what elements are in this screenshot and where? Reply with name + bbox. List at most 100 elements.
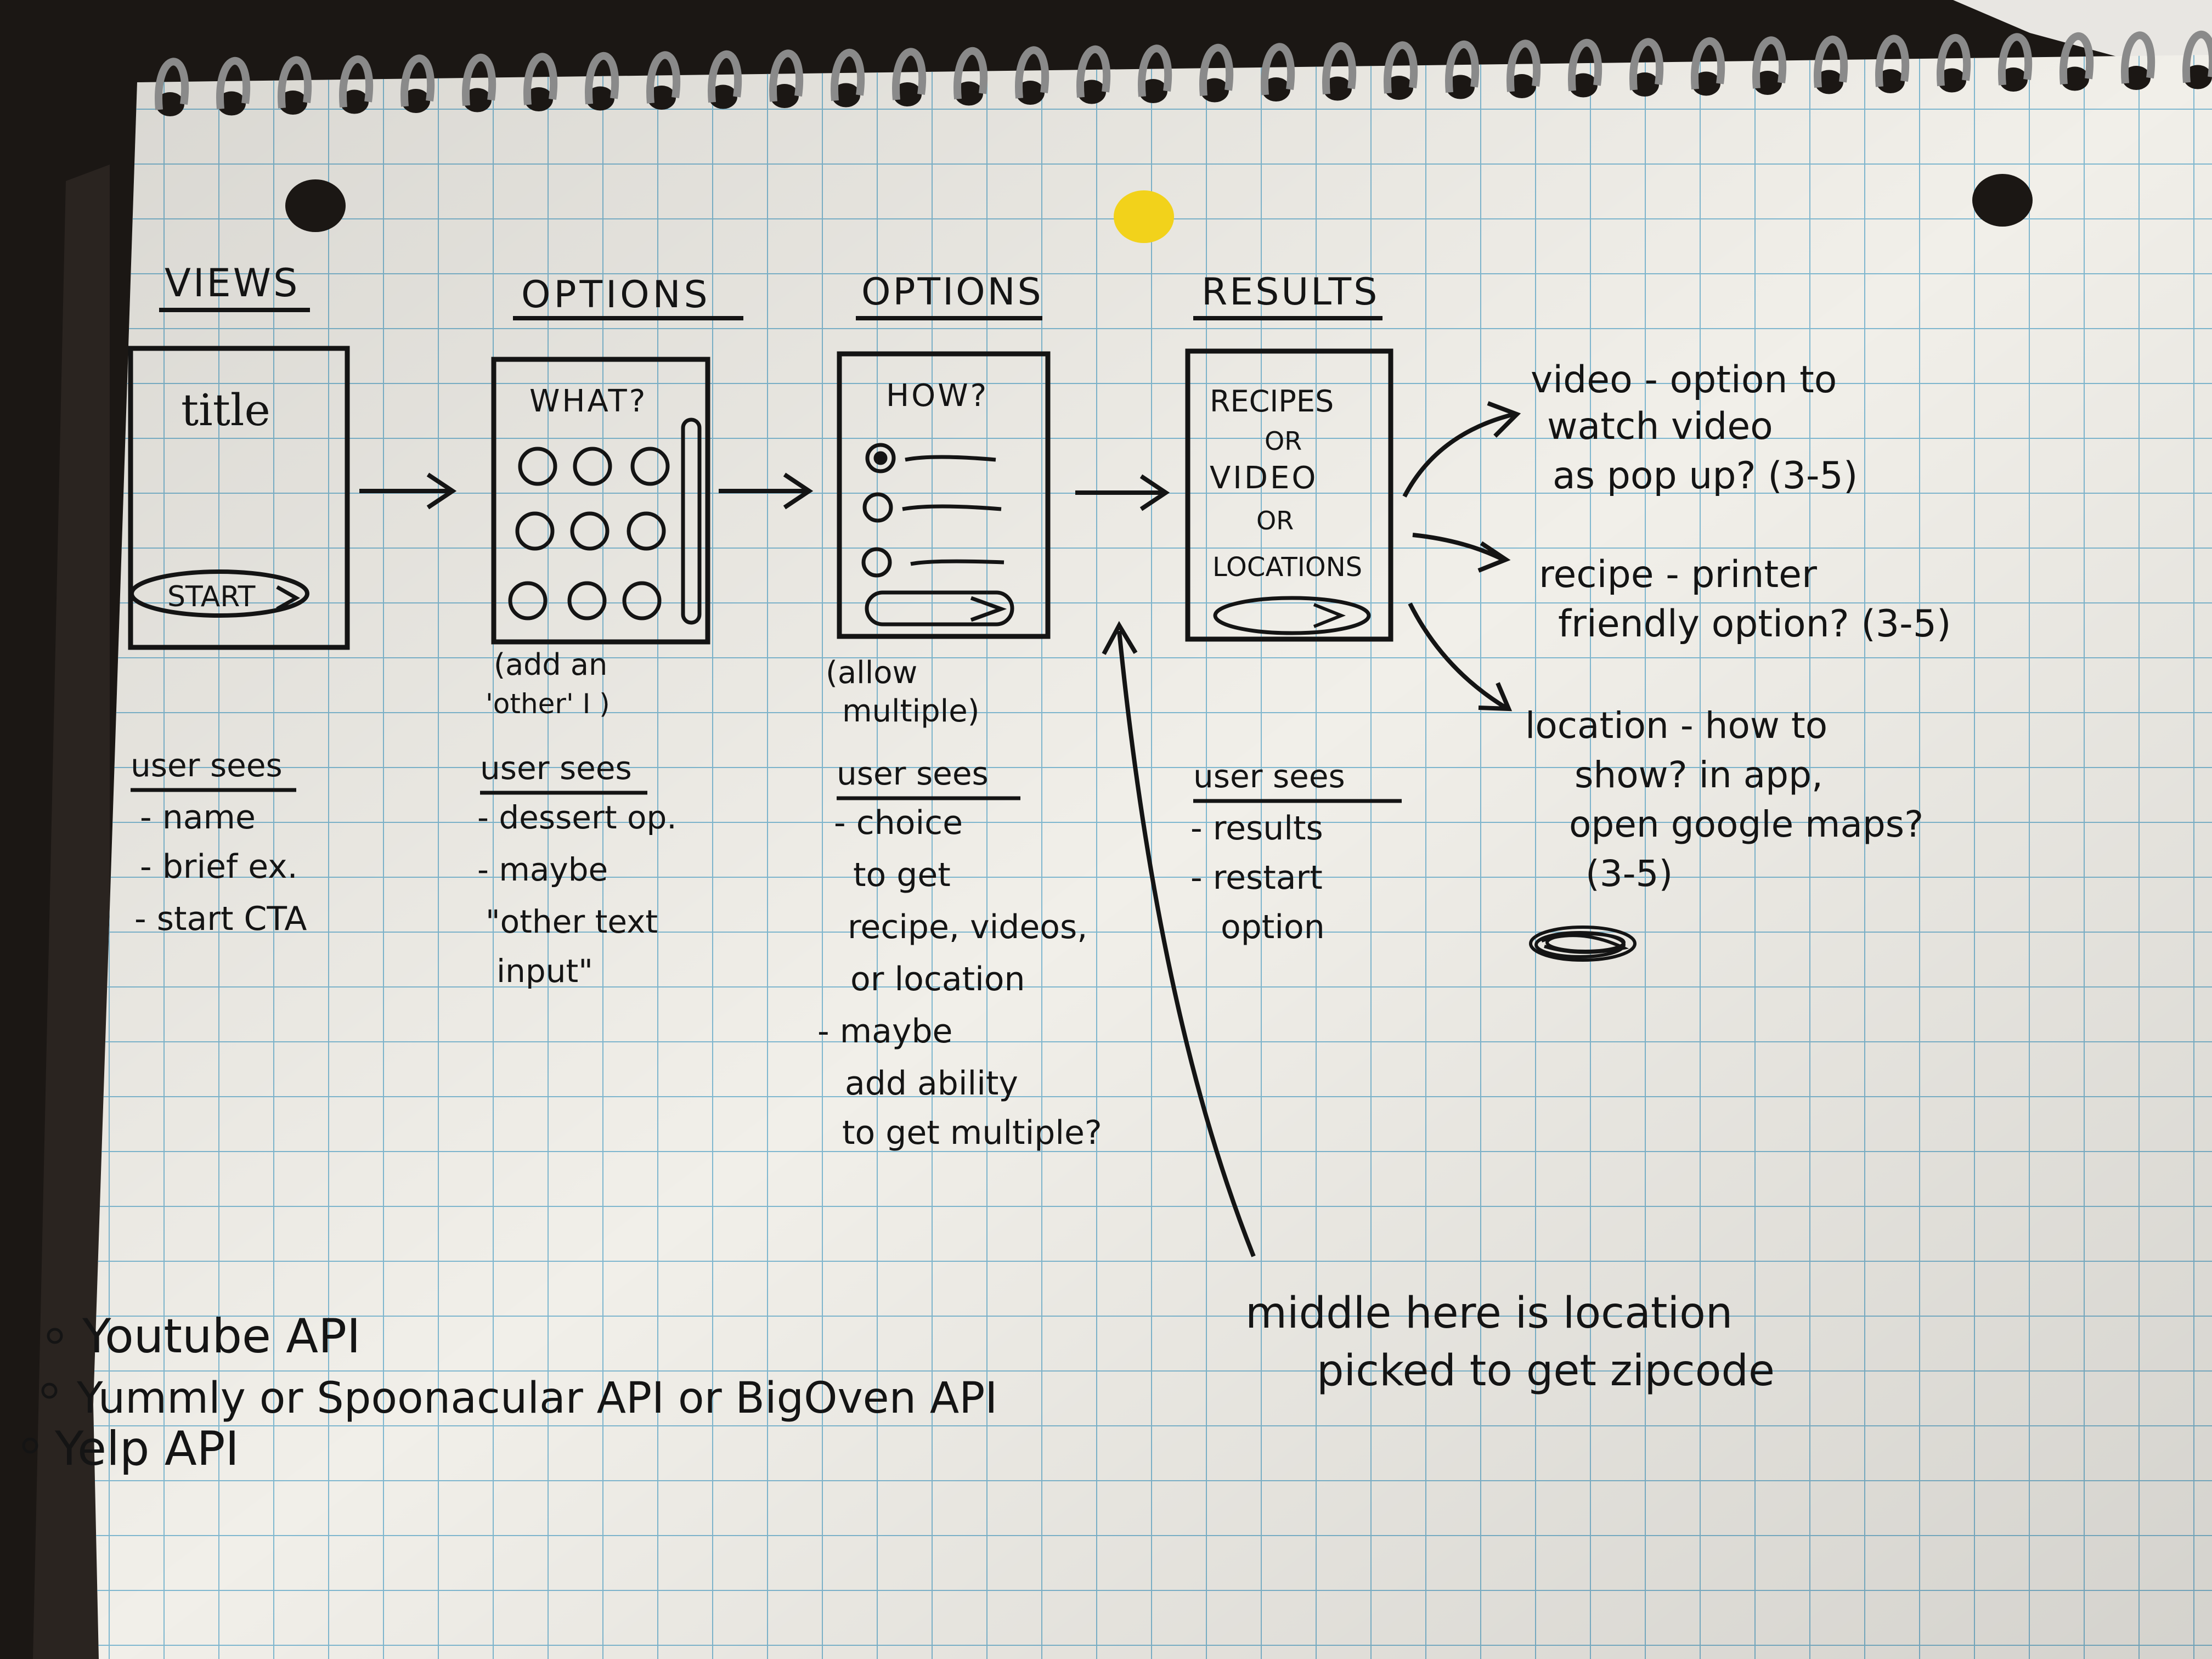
header-results: RESULTS <box>1201 270 1379 314</box>
results-line-5: LOCATIONS <box>1212 552 1362 583</box>
binding-punch-hole <box>156 92 184 116</box>
how-note-line-2: multiple) <box>842 693 980 729</box>
spiral-coil <box>2121 31 2155 84</box>
user-sees-3-item-3: recipe, videos, <box>848 908 1087 946</box>
location-note-line-3: open google maps? <box>1569 803 1923 845</box>
spiral-coil <box>953 47 988 100</box>
pointer-arrow-to-middle-screen <box>1102 620 1256 1257</box>
user-sees-3-item-7: to get multiple? <box>842 1114 1102 1152</box>
binding-punch-hole <box>1692 71 1720 96</box>
spiral-coil <box>1568 39 1602 92</box>
user-sees-column-3: user sees - choice to get recipe, videos… <box>817 755 1102 1152</box>
binding-punch-hole <box>402 89 430 113</box>
spiral-coil <box>1752 36 1787 89</box>
what-note-line-1: (add an <box>494 647 607 682</box>
middle-note-line-1: middle here is location <box>1245 1289 1733 1338</box>
binding-punch-hole <box>217 91 246 116</box>
binding-punch-hole <box>1385 76 1413 100</box>
binding-punch-hole <box>1139 79 1167 103</box>
spiral-coil <box>400 54 435 107</box>
binding-punch-hole <box>586 86 614 111</box>
radio-option-3 <box>861 547 892 578</box>
spiral-coil <box>1629 38 1664 91</box>
user-sees-2-item-2: - maybe <box>477 851 608 888</box>
arrow-what-to-how <box>719 472 814 510</box>
spiral-coil <box>1322 42 1357 95</box>
radio-option-2 <box>862 492 893 523</box>
wireframe-how-screen: HOW? <box>837 351 1051 639</box>
spiral-coil <box>2182 31 2212 83</box>
binding-punch-hole <box>1630 72 1659 97</box>
video-note-line-3: as pop up? (3-5) <box>1553 454 1858 498</box>
binding-punch-hole <box>2122 66 2151 90</box>
spiral-coil <box>708 50 742 103</box>
spiral-coil <box>646 51 681 104</box>
spiral-coil <box>1015 46 1049 99</box>
option-circles-grid <box>508 447 670 620</box>
binding-punch-hole <box>1938 68 1966 93</box>
user-sees-3-item-5: - maybe <box>817 1012 952 1051</box>
spiral-binding <box>155 31 2212 116</box>
user-sees-4-item-2: - restart <box>1190 859 1323 897</box>
spiral-coil <box>1998 33 2033 86</box>
what-note-line-2: 'other' I ) <box>486 688 610 720</box>
spiral-coil <box>278 56 312 109</box>
user-sees-column-1: user sees - name - brief ex. - start CTA <box>131 747 307 938</box>
arrow-to-video-note <box>1402 401 1521 498</box>
binding-punch-hole <box>2061 66 2089 91</box>
api-recipes: Yummly or Spoonacular API or BigOven API <box>76 1374 997 1423</box>
user-sees-4-item-1: - results <box>1190 809 1323 848</box>
binding-punch-hole <box>1753 71 1782 95</box>
binding-hole-middle <box>1114 190 1174 243</box>
binding-punch-hole <box>2183 65 2212 89</box>
header-options-how: OPTIONS <box>861 270 1043 314</box>
binding-punch-hole <box>832 83 860 108</box>
spiral-coil <box>216 57 251 110</box>
binding-punch-hole <box>955 81 983 106</box>
binding-punch-hole <box>524 87 553 111</box>
binding-punch-hole <box>709 84 737 109</box>
results-next-button-sketch <box>1213 596 1371 635</box>
user-sees-column-4: user sees - results - restart option <box>1190 758 1402 946</box>
video-note-line-2: watch video <box>1547 405 1773 448</box>
user-sees-1-item-1: - name <box>140 798 256 837</box>
spiral-coil <box>1691 37 1725 90</box>
how-note-line-1: (allow <box>826 655 917 691</box>
user-sees-column-2: user sees - dessert op. - maybe "other t… <box>477 749 677 990</box>
binding-punch-hole <box>1262 77 1290 101</box>
binding-punch-hole <box>1446 75 1475 99</box>
what-screen-question: WHAT? <box>529 383 647 419</box>
spiral-coil <box>1261 43 1295 95</box>
spiral-coil <box>339 55 374 108</box>
user-sees-2-item-3: "other text <box>486 903 658 940</box>
spiral-coil <box>831 49 865 101</box>
user-sees-heading-2: user sees <box>480 749 632 787</box>
spiral-coil <box>769 49 804 102</box>
spiral-coil <box>1937 34 1971 87</box>
paper-shade <box>93 55 2212 1659</box>
recipe-note-line-1: recipe - printer <box>1539 553 1817 596</box>
spiral-coil <box>155 58 189 110</box>
location-note-line-2: show? in app, <box>1575 754 1823 796</box>
wireframe-what-screen: WHAT? <box>491 357 710 645</box>
spiral-coil <box>585 52 619 105</box>
arrow-how-to-results <box>1075 474 1170 511</box>
binding-punch-hole <box>1569 73 1598 98</box>
binding-punch-hole <box>1508 74 1536 98</box>
user-sees-3-item-4: or location <box>850 960 1025 998</box>
how-screen-question: HOW? <box>886 378 989 414</box>
wireframe-results-screen: RECIPES OR VIDEO OR LOCATIONS <box>1185 348 1393 642</box>
location-note-line-1: location - how to <box>1525 704 1827 747</box>
user-sees-3-item-2: to get <box>853 856 951 894</box>
spiral-coil <box>1199 44 1234 97</box>
wireframe-title-screen: title START <box>128 346 350 650</box>
results-line-2: OR <box>1265 426 1302 456</box>
spiral-coil <box>1506 40 1541 92</box>
results-line-3: VIDEO <box>1210 460 1318 496</box>
api-yelp: Yelp API <box>54 1421 239 1476</box>
start-button-label: START <box>167 580 256 613</box>
notebook-cover <box>33 165 110 1659</box>
arrow-to-location-note <box>1408 602 1513 712</box>
spiral-coil <box>892 48 927 100</box>
binding-punch-hole <box>340 89 369 114</box>
